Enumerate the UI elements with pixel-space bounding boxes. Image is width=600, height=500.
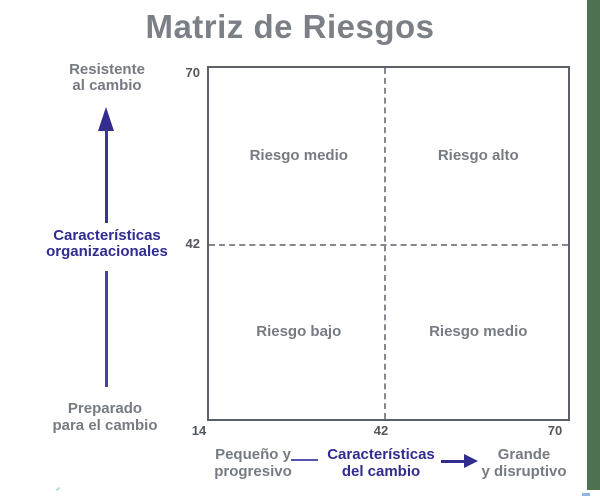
up-arrow-shaft [105,129,108,223]
right-edge-green-strip [587,0,600,490]
y-axis-title-line2: organizacionales [46,243,168,260]
y-low-line2: para el cambio [52,417,158,434]
plot-area: Riesgo medio Riesgo alto Riesgo bajo Rie… [207,66,570,421]
quadrant-label-bottom-left: Riesgo bajo [256,322,342,340]
quadrant-label-top-right: Riesgo alto [437,147,519,165]
y-low-line1: Preparado [67,400,143,417]
x-axis-title-line2: del cambio [341,463,421,480]
vertical-center-dashed-line [384,68,386,419]
y-axis-tick-42: 42 [185,236,200,251]
y-axis-lower-connector-line [105,271,108,387]
x-axis-tick-42: 42 [373,423,389,438]
x-low-line2: progresivo [214,463,292,480]
origin-tick-14: 14 [191,423,207,438]
y-high-line1: Resistente [69,61,145,78]
x-axis-title-line1: Características [327,446,435,463]
x-high-line2: y disruptivo [481,463,567,480]
x-axis-low-end-label: Pequeño y progresivo [205,446,301,480]
horizontal-center-dashed-line [209,244,568,246]
right-arrow-icon [464,454,478,468]
y-axis-title-line1: Características [53,227,161,244]
x-axis-tick-70: 70 [547,423,563,438]
small-blue-mark [582,493,590,496]
x-axis-title: Características del cambio [320,446,442,480]
y-axis-title: Características organizacionales [24,228,190,260]
small-teal-mark [55,486,61,492]
x-axis-left-connector-line [291,459,318,461]
y-axis-tick-70: 70 [185,65,200,80]
x-high-line1: Grande [497,446,551,463]
y-axis-high-end-label: Resistente al cambio [40,62,174,94]
quadrant-label-bottom-right: Riesgo medio [429,322,528,340]
quadrant-label-top-left: Riesgo medio [249,147,348,165]
y-axis-low-end-label: Preparado para el cambio [30,400,180,434]
chart-title: Matriz de Riesgos [145,8,435,45]
y-high-line2: al cambio [72,77,142,94]
up-arrow-icon [98,107,114,131]
x-low-line1: Pequeño y [215,446,291,463]
right-arrow-shaft [441,460,466,463]
x-axis-high-end-label: Grande y disruptivo [475,446,573,480]
